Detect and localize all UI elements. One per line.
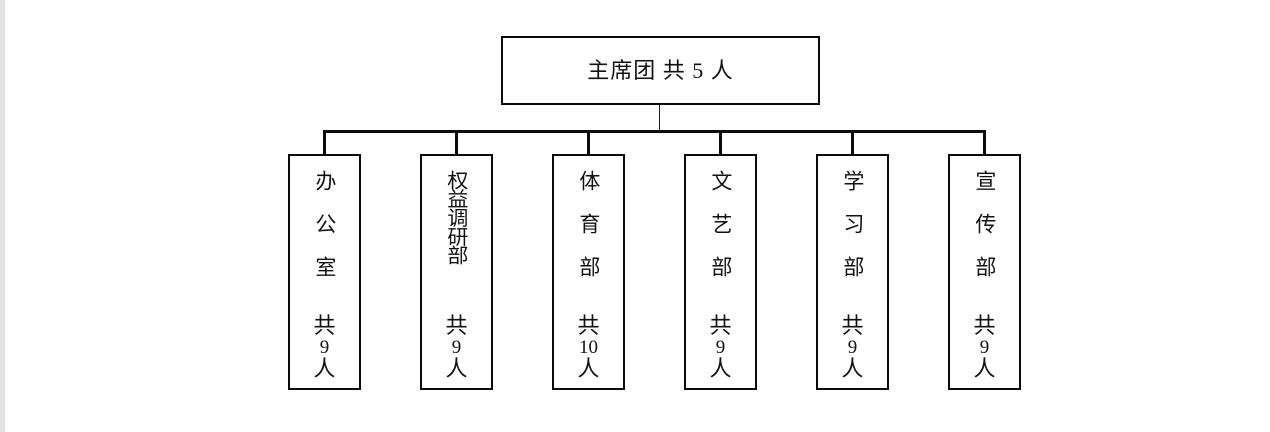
- org-node-arts-name: 文艺部: [708, 170, 733, 299]
- count-prefix: 共: [709, 313, 732, 338]
- count-number: 9: [979, 337, 990, 358]
- count-suffix: 人: [313, 356, 336, 381]
- connector-drop-4: [719, 130, 722, 155]
- org-node-publicity[interactable]: 宣传部 共 9 人: [948, 154, 1021, 390]
- count-suffix: 人: [841, 356, 864, 381]
- connector-drop-2: [455, 130, 458, 155]
- org-node-sports[interactable]: 体育部 共 10 人: [552, 154, 625, 390]
- org-node-study-name: 学习部: [840, 170, 865, 299]
- connector-drop-5: [851, 130, 854, 155]
- org-node-arts-content: 文艺部 共 9 人: [686, 156, 755, 388]
- org-node-root-label: 主席团 共 5 人: [587, 57, 734, 83]
- count-suffix: 人: [973, 356, 996, 381]
- count-prefix: 共: [973, 313, 996, 338]
- org-node-rights-research[interactable]: 权益调研部 共 9 人: [420, 154, 493, 390]
- count-prefix: 共: [841, 313, 864, 338]
- org-node-study-content: 学习部 共 9 人: [818, 156, 887, 388]
- count-number: 9: [451, 337, 462, 358]
- org-node-sports-count: 共 10 人: [554, 315, 623, 380]
- count-prefix: 共: [577, 313, 600, 338]
- count-prefix: 共: [313, 313, 336, 338]
- count-suffix: 人: [577, 356, 600, 381]
- count-prefix: 共: [445, 313, 468, 338]
- connector-drop-6: [983, 130, 986, 155]
- connector-root-stem: [659, 105, 660, 131]
- org-node-publicity-content: 宣传部 共 9 人: [950, 156, 1019, 388]
- org-node-publicity-name: 宣传部: [972, 170, 997, 299]
- org-node-office-content: 办公室 共 9 人: [290, 156, 359, 388]
- count-suffix: 人: [709, 356, 732, 381]
- org-node-rights-research-name: 权益调研部: [444, 170, 469, 264]
- org-node-root[interactable]: 主席团 共 5 人: [501, 36, 820, 105]
- connector-horizontal-bus: [324, 130, 986, 133]
- page-left-margin-strip: [0, 0, 5, 432]
- org-node-sports-content: 体育部 共 10 人: [554, 156, 623, 388]
- count-suffix: 人: [445, 356, 468, 381]
- count-number: 9: [715, 337, 726, 358]
- connector-drop-1: [323, 130, 326, 155]
- org-node-office-count: 共 9 人: [290, 315, 359, 380]
- org-node-sports-name: 体育部: [576, 170, 601, 299]
- org-node-rights-research-content: 权益调研部 共 9 人: [422, 156, 491, 388]
- org-node-office[interactable]: 办公室 共 9 人: [288, 154, 361, 390]
- org-node-rights-research-count: 共 9 人: [422, 315, 491, 380]
- connector-drop-3: [587, 130, 590, 155]
- org-node-arts[interactable]: 文艺部 共 9 人: [684, 154, 757, 390]
- count-number: 10: [579, 337, 598, 358]
- org-node-arts-count: 共 9 人: [686, 315, 755, 380]
- org-node-study-count: 共 9 人: [818, 315, 887, 380]
- org-node-study[interactable]: 学习部 共 9 人: [816, 154, 889, 390]
- count-number: 9: [319, 337, 330, 358]
- org-node-publicity-count: 共 9 人: [950, 315, 1019, 380]
- org-node-office-name: 办公室: [312, 170, 337, 299]
- count-number: 9: [847, 337, 858, 358]
